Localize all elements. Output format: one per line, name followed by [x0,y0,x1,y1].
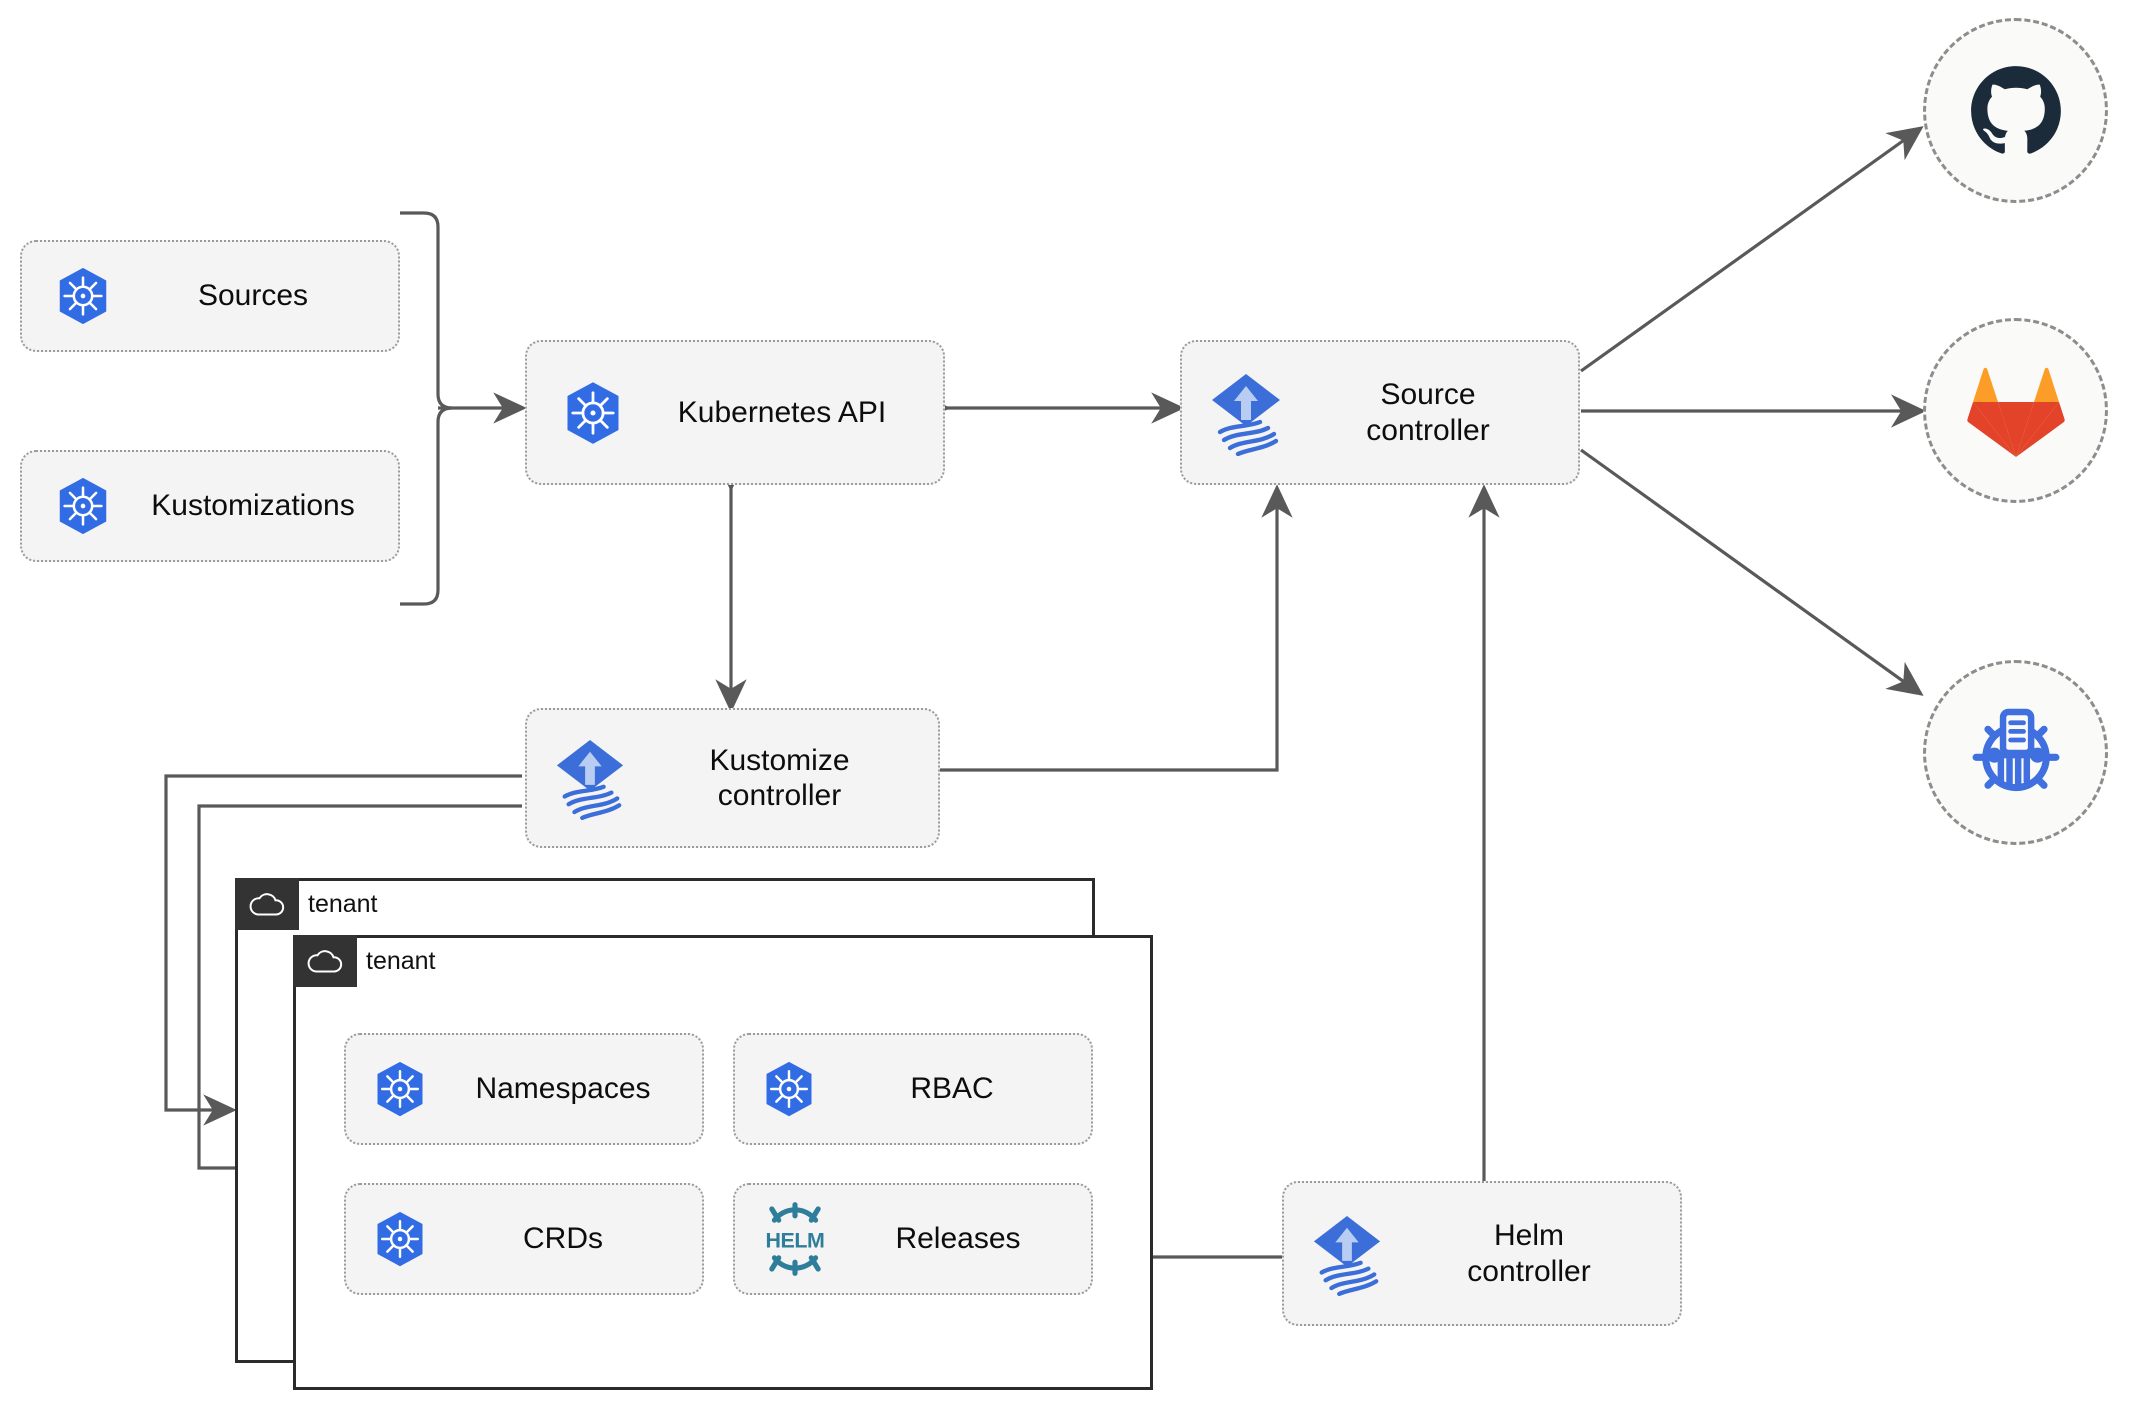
cloud-icon [235,878,299,930]
tenant-window-front[interactable]: tenant Namespaces [293,935,1153,1390]
node-helm-controller[interactable]: Helm controller [1282,1181,1682,1326]
provider-github[interactable] [1923,18,2108,203]
kubernetes-icon [52,475,114,537]
node-label: Source controller [1366,378,1490,447]
tenant-label: tenant [366,946,436,975]
node-crds[interactable]: CRDs [344,1183,704,1295]
node-label: Helm controller [1467,1219,1591,1288]
kubernetes-icon [370,1209,430,1269]
node-label: Kustomizations [151,489,355,523]
node-label: Releases [895,1222,1021,1256]
svg-text:HELM: HELM [766,1229,825,1253]
helm-chart-icon [1972,708,2059,791]
node-releases[interactable]: HELM Releases [733,1183,1093,1295]
node-rbac[interactable]: RBAC [733,1033,1093,1145]
node-namespaces[interactable]: Namespaces [344,1033,704,1145]
flux-icon [1310,1212,1384,1296]
github-icon [1970,65,2061,154]
node-label: RBAC [910,1072,994,1106]
gitlab-icon [1966,367,2065,457]
kubernetes-icon [559,379,627,447]
node-label: Sources [197,279,309,313]
provider-gitlab[interactable] [1923,318,2108,503]
kubernetes-icon [370,1059,430,1119]
node-kustomizations[interactable]: Kustomizations [20,450,400,562]
provider-helm-repository[interactable] [1923,660,2108,845]
node-label: CRDs [523,1222,603,1256]
tenant-label: tenant [308,889,378,918]
node-label: Kustomize controller [709,743,850,812]
node-sources[interactable]: Sources [20,240,400,352]
node-source-controller[interactable]: Source controller [1180,340,1580,485]
helm-icon: HELM [759,1201,831,1277]
flux-icon [1208,370,1284,456]
node-kustomize-controller[interactable]: Kustomize controller [525,708,940,848]
node-label: Kubernetes API [677,395,887,429]
cloud-icon [293,935,357,987]
kubernetes-icon [759,1059,819,1119]
kubernetes-icon [52,265,114,327]
node-label: Namespaces [475,1072,651,1106]
flux-icon [553,736,627,820]
node-kubernetes-api[interactable]: Kubernetes API [525,340,945,485]
